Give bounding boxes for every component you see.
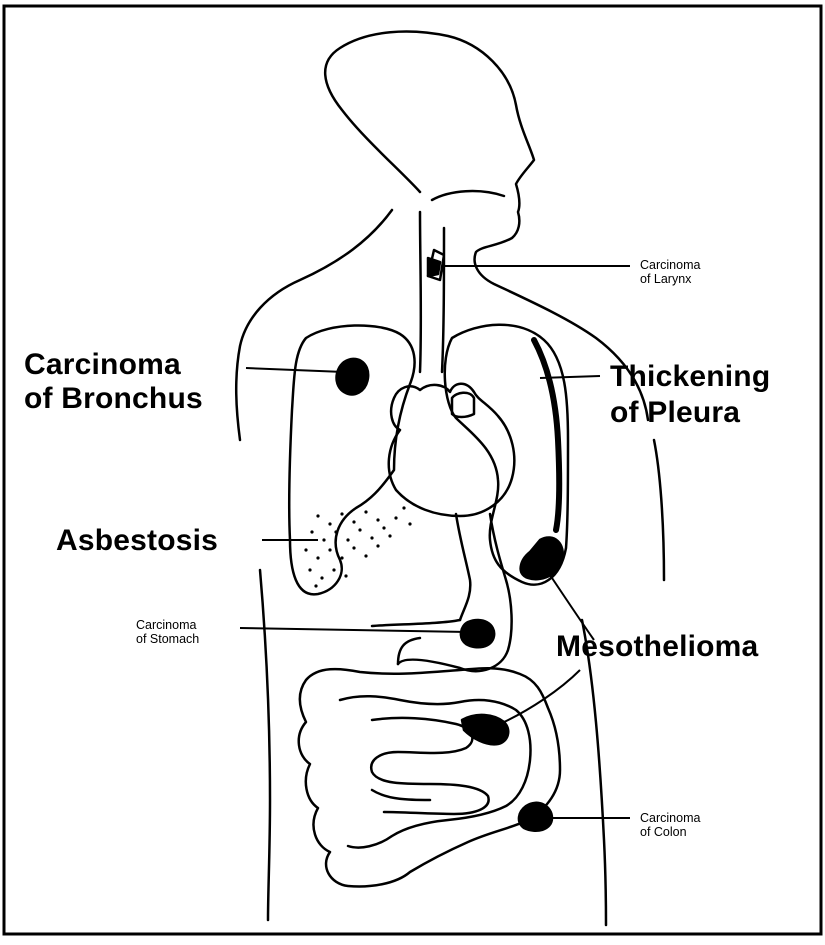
body-outline-right-lower bbox=[654, 440, 664, 580]
tumor-mesothelioma-abdomen bbox=[462, 715, 508, 744]
label-pleura-line2: of Pleura bbox=[610, 398, 770, 428]
tumor-larynx bbox=[428, 258, 440, 276]
label-carcinoma-colon: Carcinoma of Colon bbox=[640, 811, 700, 840]
pleura-thickening bbox=[534, 340, 559, 530]
label-larynx-line2: of Larynx bbox=[640, 272, 700, 286]
body-outline-right-side bbox=[582, 620, 606, 925]
leader-mesothelioma-upper bbox=[540, 560, 594, 640]
tumor-stomach bbox=[461, 620, 494, 647]
label-carcinoma-larynx: Carcinoma of Larynx bbox=[640, 258, 700, 287]
leader-stomach bbox=[240, 628, 468, 632]
label-bronchus-line2: of Bronchus bbox=[24, 384, 203, 414]
label-mesothelioma: Mesothelioma bbox=[556, 632, 758, 662]
label-carcinoma-stomach: Carcinoma of Stomach bbox=[136, 618, 199, 647]
asbestosis-stipple bbox=[304, 506, 411, 587]
label-carcinoma-bronchus: Carcinoma of Bronchus bbox=[24, 350, 203, 414]
body-outline-left-lower bbox=[260, 570, 270, 920]
label-stomach-line1: Carcinoma bbox=[136, 618, 199, 632]
figure-border bbox=[4, 6, 821, 934]
label-colon-line2: of Colon bbox=[640, 825, 700, 839]
stomach bbox=[372, 620, 460, 664]
leader-mesothelioma-lower bbox=[500, 670, 580, 724]
tumor-colon bbox=[519, 803, 552, 831]
heart bbox=[389, 384, 515, 516]
label-colon-line1: Carcinoma bbox=[640, 811, 700, 825]
esophagus bbox=[398, 514, 512, 671]
label-thickening-pleura: Thickening of Pleura bbox=[610, 362, 770, 428]
label-asbestosis: Asbestosis bbox=[56, 526, 218, 556]
label-stomach-line2: of Stomach bbox=[136, 632, 199, 646]
body-outline-head bbox=[325, 32, 648, 420]
label-pleura-line1: Thickening bbox=[610, 362, 770, 392]
tumor-bronchus bbox=[337, 359, 369, 394]
label-bronchus-line1: Carcinoma bbox=[24, 350, 203, 380]
colon bbox=[299, 668, 560, 886]
label-larynx-line1: Carcinoma bbox=[640, 258, 700, 272]
